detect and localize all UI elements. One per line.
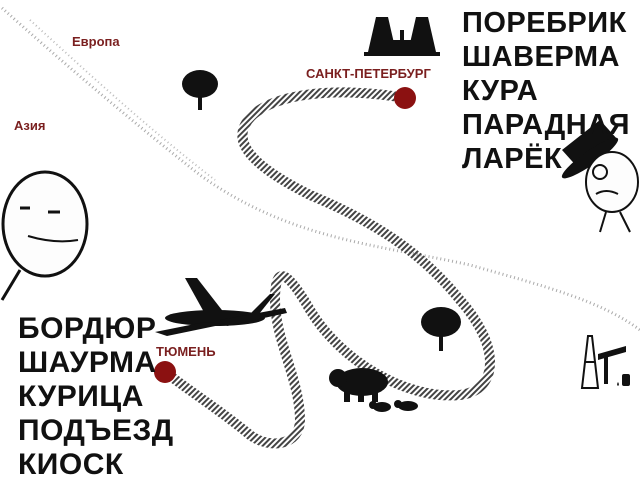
tyumen-word: ШАУРМА (18, 346, 157, 379)
region-label-europe: Европа (72, 34, 120, 49)
gentleman-meme-icon (561, 120, 639, 233)
petersburg-dot[interactable] (394, 87, 416, 109)
tree-icon (421, 307, 461, 351)
petersburg-word: ПОРЕБРИК (462, 7, 627, 39)
tyumen-word-list: БОРДЮР ШАУРМА КУРИЦА ПОДЪЕЗД КИОСК (18, 312, 174, 478)
tyumen-word: БОРДЮР (18, 312, 157, 345)
petersburg-word: ШАВЕРМА (462, 41, 620, 73)
tyumen-word: КИОСК (18, 448, 124, 478)
bridge-icon (364, 17, 440, 56)
tyumen-word: КУРИЦА (18, 380, 144, 413)
city-label-petersburg: САНКТ-ПЕТЕРБУРГ (306, 66, 431, 81)
route-line (160, 87, 495, 449)
bear-cub-icon (394, 400, 418, 411)
tyumen-dot[interactable] (154, 361, 176, 383)
tyumen-word: ПОДЪЕЗД (18, 414, 174, 447)
city-label-tyumen: ТЮМЕНЬ (156, 344, 216, 359)
region-label-asia: Азия (14, 118, 46, 133)
petersburg-word: КУРА (462, 75, 539, 107)
airplane-icon (155, 278, 287, 336)
bear-cub-icon (369, 401, 391, 412)
oil-rig-icon (580, 335, 630, 389)
petersburg-word: ЛАРЁК (462, 143, 563, 175)
petersburg-word: ПАРАДНАЯ (462, 109, 630, 141)
europe-asia-border (0, 6, 640, 332)
petersburg-word-list: ПОРЕБРИК ШАВЕРМА КУРА ПАРАДНАЯ ЛАРЁК (462, 6, 630, 176)
europe-asia-border-2 (29, 19, 216, 181)
poker-face-meme-icon (0, 170, 89, 301)
tree-icon (182, 70, 218, 110)
bear-icon (329, 368, 388, 402)
